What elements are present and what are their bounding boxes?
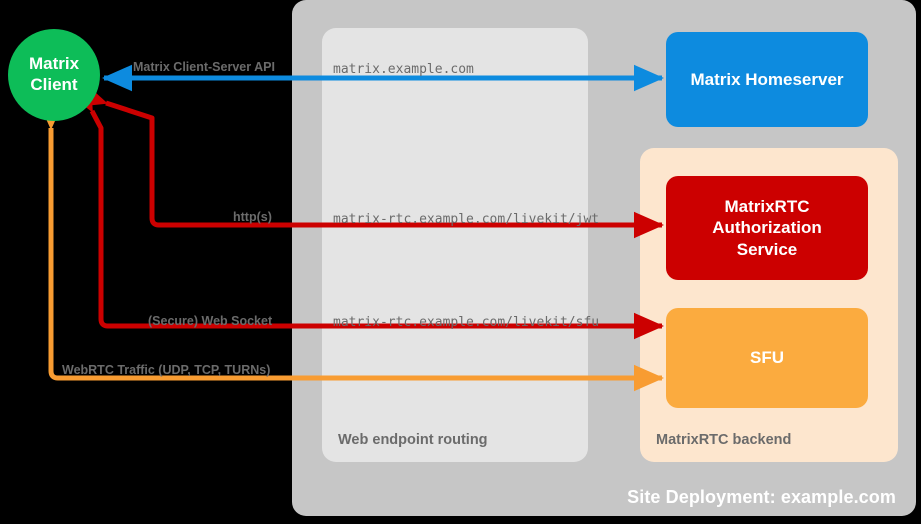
group-web-endpoint-routing-label: Web endpoint routing <box>338 432 488 448</box>
node-matrixrtc-authorization-service[interactable]: MatrixRTC Authorization Service <box>666 176 868 280</box>
endpoint-url-matrix: matrix.example.com <box>333 62 474 77</box>
node-matrix-homeserver-label: Matrix Homeserver <box>690 69 844 89</box>
node-matrix-client[interactable]: Matrix Client <box>8 29 100 121</box>
node-authorization-service-label-line3: Service <box>736 239 798 259</box>
edge-label-secure-web-socket: (Secure) Web Socket <box>148 314 273 328</box>
group-web-endpoint-routing: Web endpoint routing <box>322 28 588 462</box>
node-matrix-client-label-line2: Client <box>30 75 78 94</box>
node-sfu-label: SFU <box>750 348 784 368</box>
edge-label-client-server-api: Matrix Client-Server API <box>133 60 275 74</box>
site-deployment-label: Site Deployment: example.com <box>627 487 896 507</box>
edge-label-webrtc-traffic: WebRTC Traffic (UDP, TCP, TURNs) <box>62 363 271 377</box>
node-sfu[interactable]: SFU <box>666 308 868 408</box>
group-matrixrtc-backend-label: MatrixRTC backend <box>656 432 792 448</box>
endpoint-url-livekit-jwt: matrix-rtc.example.com/livekit/jwt <box>333 212 600 227</box>
node-matrix-homeserver[interactable]: Matrix Homeserver <box>666 32 868 127</box>
node-matrix-client-label-line1: Matrix <box>28 54 80 74</box>
node-authorization-service-label-line2: Authorization <box>712 218 822 238</box>
edge-label-http-s: http(s) <box>233 210 272 224</box>
endpoint-url-livekit-sfu: matrix-rtc.example.com/livekit/sfu <box>333 315 600 330</box>
node-authorization-service-label-line1: MatrixRTC <box>724 197 810 217</box>
